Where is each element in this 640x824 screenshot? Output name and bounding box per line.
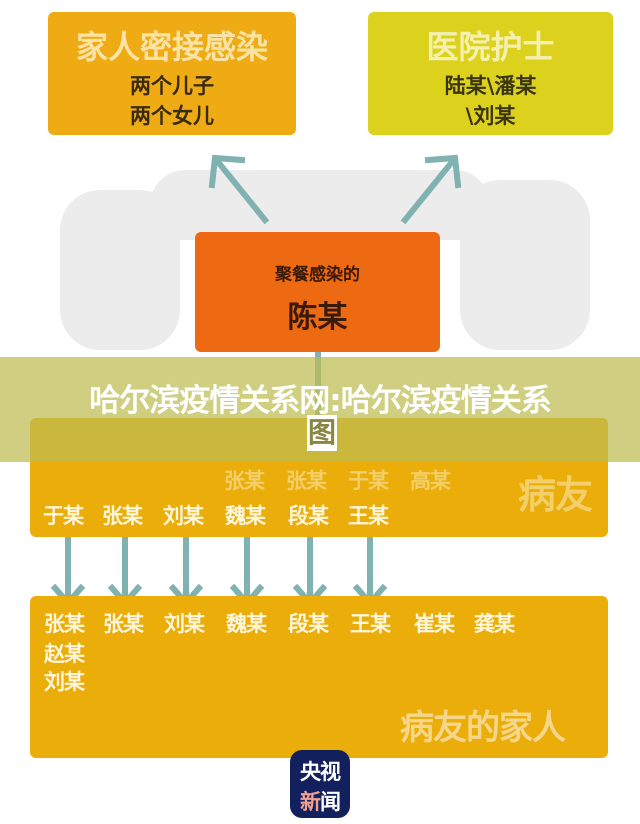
family-name: 段某 (288, 612, 329, 636)
family-name: 王某 (350, 612, 391, 636)
family-name: 张某 (44, 612, 85, 636)
hospital-nurse-box: 医院护士 陆某\潘某 \刘某 (368, 12, 613, 135)
cctv-news-logo: 央视 新闻 (290, 750, 350, 818)
logo-line1: 央视 (300, 760, 341, 784)
family-name: 刘某 (164, 612, 205, 636)
patient-name: 于某 (43, 504, 84, 528)
patient-families-box: 张某 张某 刘某 魏某 段某 王某 崔某 龚某 赵某 刘某 病友的家人 (30, 596, 608, 758)
logo-char-xin: 新 (300, 790, 321, 814)
family-name: 刘某 (44, 670, 85, 694)
logo-char-wen: 闻 (320, 790, 341, 814)
nurse-box-line: 陆某\潘某 (444, 74, 537, 98)
family-name: 魏某 (226, 612, 267, 636)
patient-name: 高某 (410, 469, 451, 493)
title-banner: 哈尔滨疫情关系网:哈尔滨疫情关系 图 (0, 357, 640, 462)
family-name: 赵某 (44, 642, 85, 666)
family-box-line: 两个儿子 (130, 74, 214, 98)
patient-name: 于某 (348, 469, 389, 493)
families-label: 病友的家人 (400, 708, 566, 748)
family-name: 崔某 (414, 612, 455, 636)
source-subtitle: 聚餐感染的 (275, 265, 360, 285)
family-box-title: 家人密接感染 (75, 28, 268, 66)
family-name: 张某 (103, 612, 144, 636)
patient-name: 段某 (288, 504, 329, 528)
source-name: 陈某 (287, 300, 348, 335)
patient-name: 张某 (286, 469, 327, 493)
family-contact-box: 家人密接感染 两个儿子 两个女儿 (48, 12, 296, 135)
patient-name: 魏某 (225, 504, 266, 528)
patient-name: 刘某 (163, 504, 204, 528)
patients-label: 病友 (518, 473, 593, 517)
patient-name: 张某 (224, 469, 265, 493)
nurse-box-line: \刘某 (465, 104, 516, 128)
nurse-box-title: 医院护士 (426, 28, 555, 66)
banner-title-line1: 哈尔滨疫情关系网:哈尔滨疫情关系 (89, 383, 551, 419)
patient-name: 王某 (348, 504, 389, 528)
logo-line2: 新闻 (290, 786, 350, 816)
family-name: 龚某 (474, 612, 515, 636)
banner-title-line2: 图 (307, 415, 337, 451)
patient-name: 张某 (102, 504, 143, 528)
source-case-box: 聚餐感染的 陈某 (195, 232, 440, 352)
family-box-line: 两个女儿 (130, 104, 214, 128)
